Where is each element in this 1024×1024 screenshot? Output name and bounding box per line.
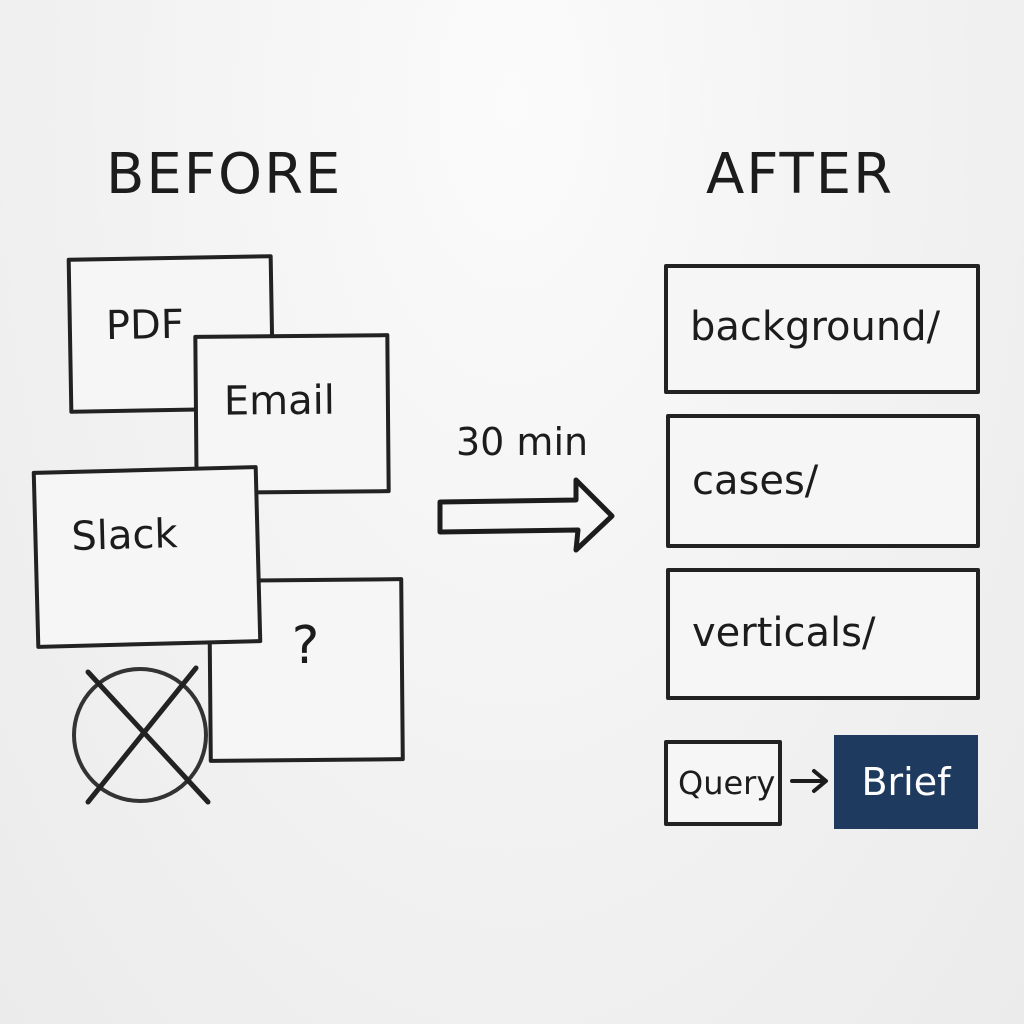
source-label: PDF xyxy=(105,301,185,350)
folder-box-background: background/ xyxy=(664,264,980,394)
small-arrow-icon xyxy=(790,769,828,793)
folder-label: cases/ xyxy=(692,458,819,504)
source-label: Email xyxy=(223,377,336,425)
folder-label: verticals/ xyxy=(692,610,876,656)
source-box-slack: Slack xyxy=(31,465,263,649)
duration-label: 30 min xyxy=(456,420,589,464)
source-label: Slack xyxy=(70,511,179,560)
right-arrow-icon xyxy=(437,477,615,553)
brief-label: Brief xyxy=(861,760,951,804)
folder-label: background/ xyxy=(690,304,941,350)
after-heading: AFTER xyxy=(706,142,895,207)
folder-box-verticals: verticals/ xyxy=(666,568,980,700)
source-label: ? xyxy=(291,615,320,677)
query-box: Query xyxy=(664,740,782,826)
crossed-circle-icon xyxy=(72,665,211,805)
before-heading: BEFORE xyxy=(106,142,343,207)
folder-box-cases: cases/ xyxy=(666,414,980,548)
query-label: Query xyxy=(678,764,776,802)
brief-box: Brief xyxy=(834,735,978,829)
